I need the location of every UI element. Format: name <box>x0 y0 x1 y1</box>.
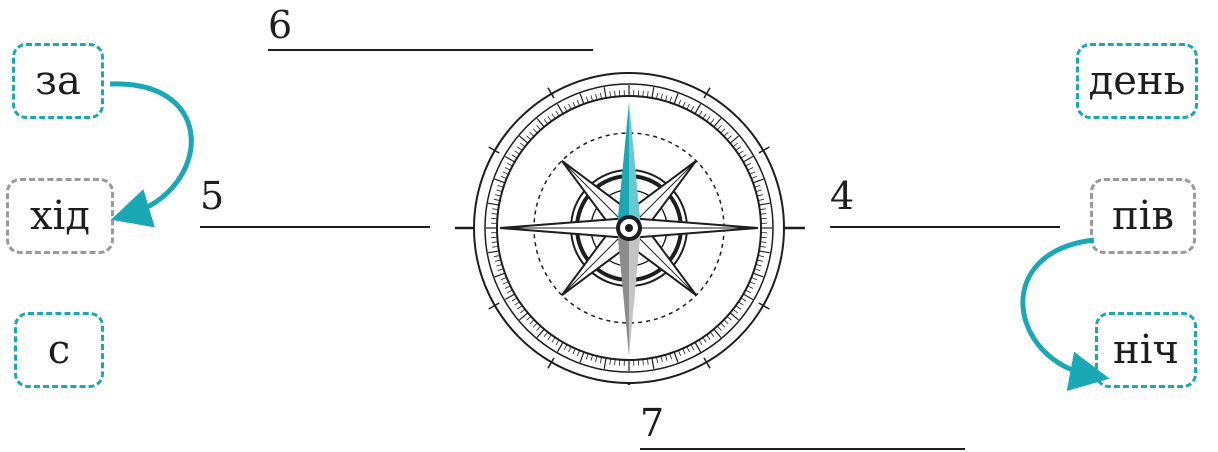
compass-rose-icon <box>455 73 805 385</box>
curved-arrow-icon <box>110 84 191 214</box>
curved-arrow-icon <box>1023 240 1094 375</box>
